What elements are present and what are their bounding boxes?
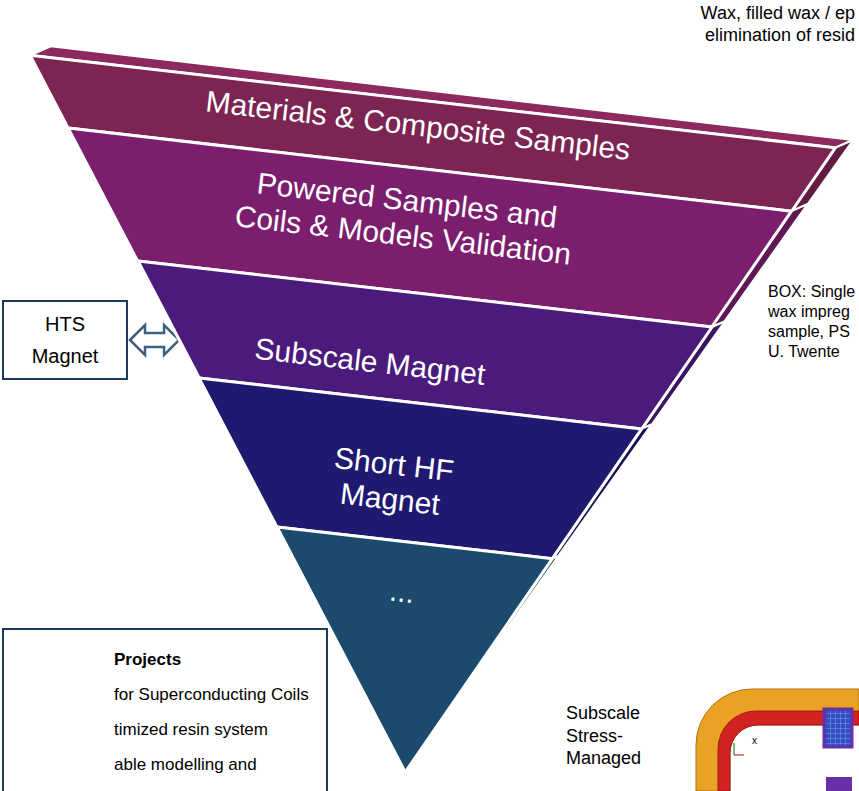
yoke-inner bbox=[718, 711, 859, 791]
axis-label: x bbox=[752, 735, 757, 748]
figure-caption: Subscale Stress- Managed bbox=[566, 702, 650, 770]
axis-line bbox=[734, 754, 744, 755]
projects-panel: Projects for Superconducting Coils timized… bbox=[2, 628, 328, 791]
coil-pack-lower bbox=[826, 777, 852, 791]
note-text: elimination of resid bbox=[705, 24, 855, 47]
panel-line: able modelling and bbox=[114, 755, 320, 775]
panel-line: timized resin system bbox=[114, 720, 320, 740]
note-text: BOX: Single wax impreg sample, PS U. Twe… bbox=[768, 282, 858, 362]
box-label: HTS Magnet bbox=[25, 308, 105, 372]
band-front-face bbox=[199, 378, 642, 559]
double-arrow bbox=[130, 325, 179, 355]
magnet-illustration bbox=[690, 683, 859, 791]
panel-line: for Superconducting Coils bbox=[114, 685, 320, 705]
yoke bbox=[696, 689, 859, 791]
note-text: Wax, filled wax / ep bbox=[701, 2, 855, 25]
axis-line bbox=[733, 743, 734, 755]
reference-box: HTS Magnet bbox=[2, 300, 128, 380]
coil-pack bbox=[824, 709, 852, 747]
funnel-band: Short HF Magnet bbox=[195, 374, 656, 563]
panel-heading: Projects bbox=[114, 650, 320, 670]
band-label: ... bbox=[388, 573, 417, 610]
band-label: Short HF Magnet bbox=[323, 440, 460, 523]
coil-windings bbox=[826, 711, 850, 745]
